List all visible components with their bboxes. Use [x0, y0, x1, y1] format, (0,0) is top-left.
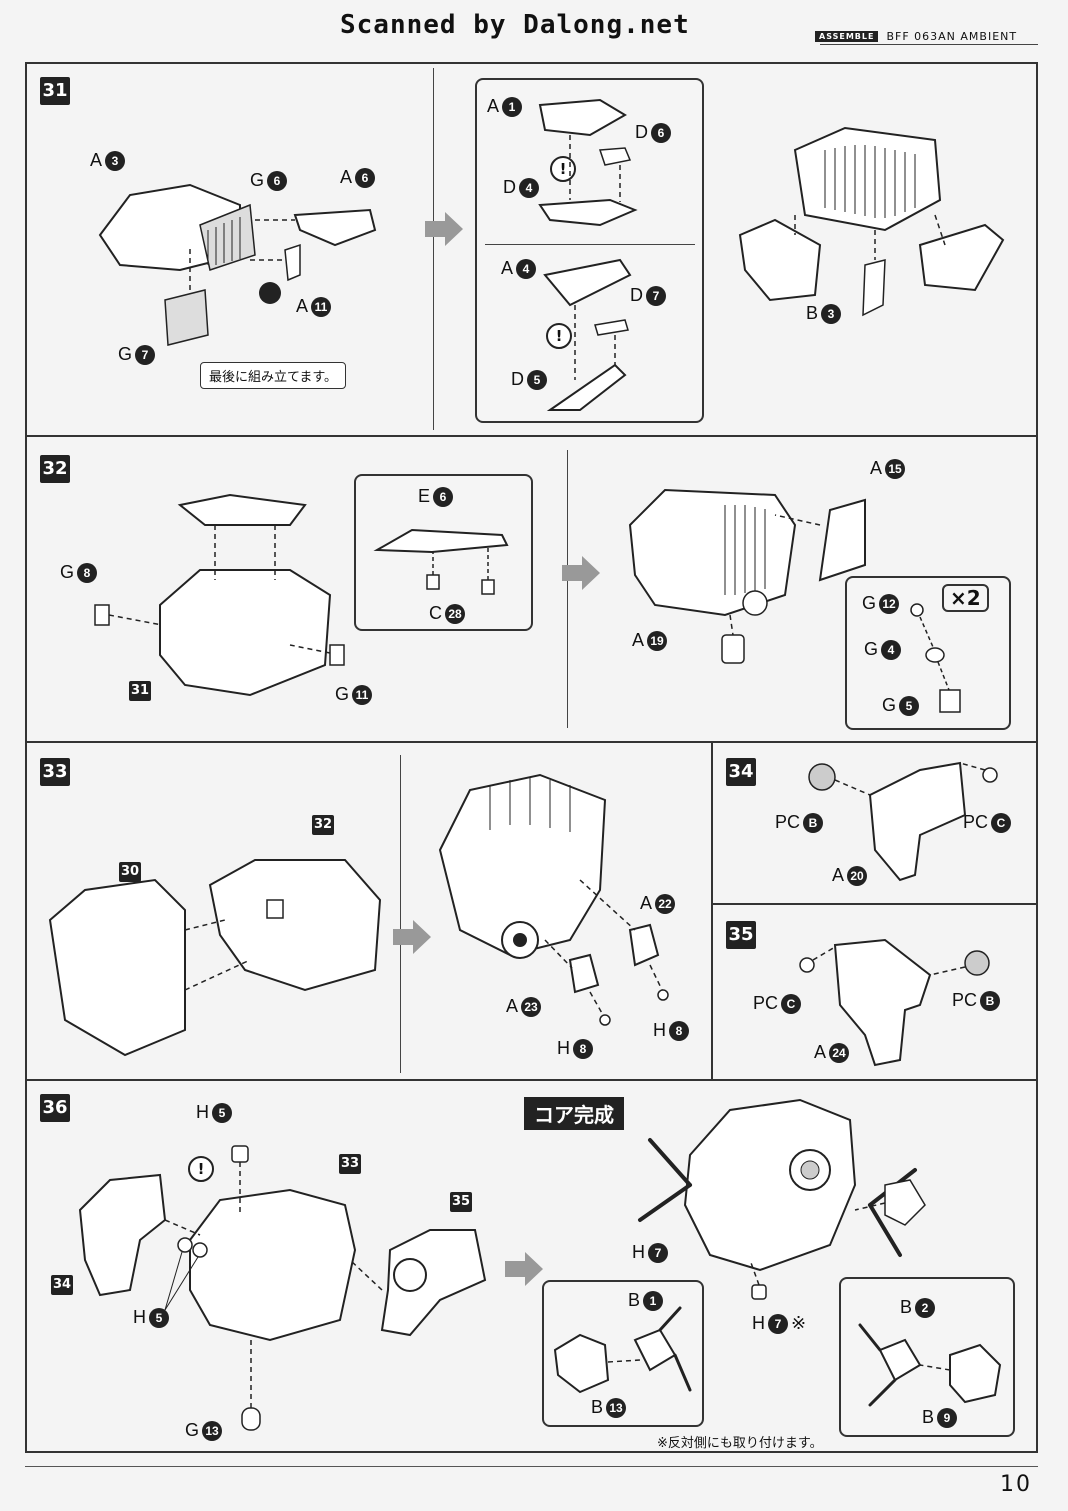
assemble-tag: ASSEMBLE: [815, 31, 879, 42]
header-rule: [820, 44, 1038, 45]
ref-step-32: 32: [312, 815, 334, 835]
step-34-number: 34: [726, 758, 756, 786]
step36-part-illustration: [78, 1145, 487, 1431]
step33-assembled-unit: [438, 773, 669, 1026]
ref-step-31: 31: [129, 681, 151, 701]
model-name: BFF 063AN AMBIENT: [886, 30, 1018, 43]
ref-step-30: 30: [119, 862, 141, 882]
step32-arrow: [562, 556, 600, 590]
assemble-last-note: 最後に組み立てます。: [200, 362, 347, 389]
divider-34-35-h: [711, 903, 1038, 905]
core-assembled-unit: [638, 1098, 926, 1300]
divider-34-35: [711, 741, 713, 1079]
step31-assembled-unit: [738, 126, 1005, 317]
step-33-number: 33: [40, 758, 70, 786]
ref-step-33: 33: [339, 1154, 361, 1174]
ref-step-34: 34: [51, 1275, 73, 1295]
page-header: ASSEMBLE BFF 063AN AMBIENT: [815, 30, 1017, 43]
core-complete-title: コア完成: [524, 1097, 624, 1130]
instruction-frame: [25, 62, 1038, 1453]
scanned-by-watermark: Scanned by Dalong.net: [340, 10, 690, 40]
step32-assembled-unit: [628, 488, 866, 664]
subbox-divider: [485, 244, 695, 245]
divider-row3: [25, 1079, 1038, 1081]
footnote-opposite-side: ※反対側にも取り付けます。: [657, 1436, 823, 1451]
step-32-number: 32: [40, 455, 70, 483]
divider-row1: [25, 435, 1038, 437]
step-31-number: 31: [40, 77, 70, 105]
core-detail-parts-right: [858, 1323, 1002, 1407]
step-35-number: 35: [726, 921, 756, 949]
step31-split: [433, 68, 434, 430]
step33-part-illustration: [48, 859, 382, 1057]
step32-pin-parts: [910, 603, 961, 713]
step-36-number: 36: [40, 1094, 70, 1122]
step31-sub-parts: [538, 98, 638, 411]
step32-split: [567, 450, 568, 728]
step36-arrow: [505, 1252, 543, 1286]
page-number: 10: [1000, 1472, 1032, 1497]
warning-icon: !: [550, 156, 576, 182]
core-detail-parts-left: [553, 1306, 692, 1394]
step31-arrow: [425, 212, 463, 246]
warning-icon: !: [546, 323, 572, 349]
step32-sub-parts: [373, 528, 509, 595]
step31-part-illustration: [98, 183, 377, 346]
warning-icon: !: [188, 1156, 214, 1182]
step35-part-illustration: [799, 938, 990, 1067]
step32-pin-detail-box: [845, 576, 1011, 730]
step32-part-illustration: [94, 493, 345, 697]
step33-arrow: [393, 920, 431, 954]
step34-part-illustration: [808, 761, 998, 882]
divider-row2: [25, 741, 1038, 743]
footer-rule: [25, 1466, 1038, 1467]
multiplier-x2: ×2: [942, 584, 989, 612]
step33-split: [400, 755, 401, 1073]
ref-step-35: 35: [450, 1192, 472, 1212]
